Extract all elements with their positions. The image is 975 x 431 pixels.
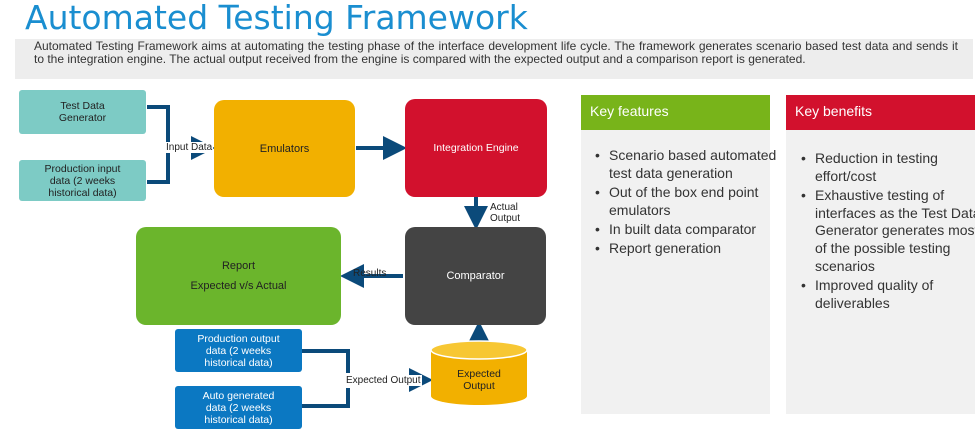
comparator-box: Comparator — [405, 227, 546, 325]
actual-output-label: Actual Output — [490, 202, 520, 224]
test-data-generator-line-2: Generator — [58, 112, 107, 124]
list-item: In built data comparator — [595, 221, 777, 239]
results-label: Results — [353, 268, 387, 279]
input-data-label: Input Data — [165, 142, 214, 153]
key-features-list: Scenario based automated test data gener… — [592, 147, 777, 260]
production-input-line-2: data (2 weeks — [49, 174, 116, 187]
comparator-label: Comparator — [446, 270, 505, 282]
production-output-line-3: historical data) — [204, 356, 273, 369]
emulators-label: Emulators — [259, 142, 310, 155]
test-data-generator-line-1: Test Data — [60, 100, 105, 112]
input-merge-top — [147, 105, 170, 145]
list-item: Exhaustive testing of interfaces as the … — [801, 187, 975, 276]
output-merge-top — [302, 349, 350, 373]
auto-generated-line-3: historical data) — [204, 413, 273, 426]
production-input-line-3: historical data) — [48, 186, 117, 199]
key-features-heading: Key features — [581, 95, 770, 130]
production-output-line-1: Production output — [197, 332, 280, 345]
test-data-generator-box: Test Data Generator — [19, 90, 146, 134]
report-title: Report — [221, 260, 256, 272]
list-item: Reduction in testing effort/cost — [801, 150, 975, 185]
input-merge-bottom — [147, 152, 170, 184]
expected-output-store-line-2: Output — [463, 380, 495, 392]
production-output-box: Production output data (2 weeks historic… — [175, 329, 302, 372]
auto-generated-line-1: Auto generated — [202, 389, 275, 402]
auto-generated-box: Auto generated data (2 weeks historical … — [175, 386, 302, 429]
expected-output-label: Expected Output — [345, 375, 422, 386]
list-item: Report generation — [595, 240, 777, 258]
page-title: Automated Testing Framework — [25, 0, 528, 37]
description-banner: Automated Testing Framework aims at auto… — [15, 39, 973, 79]
production-output-line-2: data (2 weeks — [205, 344, 272, 357]
emulators-box: Emulators — [214, 100, 355, 197]
integration-engine-box: Integration Engine — [405, 99, 547, 197]
actual-output-label-line-2: Output — [490, 213, 521, 224]
integration-engine-label: Integration Engine — [433, 142, 519, 154]
key-benefits-heading: Key benefits — [786, 95, 975, 130]
production-input-box: Production input data (2 weeks historica… — [19, 160, 146, 201]
actual-output-label-line-1: Actual — [490, 202, 518, 213]
auto-generated-line-2: data (2 weeks — [205, 401, 272, 414]
report-subtitle: Expected v/s Actual — [190, 280, 287, 292]
list-item: Out of the box end point emulators — [595, 184, 777, 219]
report-box: Report Expected v/s Actual — [136, 227, 341, 325]
output-merge-bottom — [302, 388, 350, 408]
production-input-line-1: Production input — [44, 162, 121, 175]
list-item: Improved quality of deliverables — [801, 277, 975, 312]
expected-output-store-line-1: Expected — [457, 368, 501, 380]
expected-output-store: Expected Output — [431, 362, 527, 398]
list-item: Scenario based automated test data gener… — [595, 147, 777, 182]
key-benefits-list: Reduction in testing effort/cost Exhaust… — [798, 150, 975, 314]
expected-output-cylinder — [430, 340, 528, 405]
